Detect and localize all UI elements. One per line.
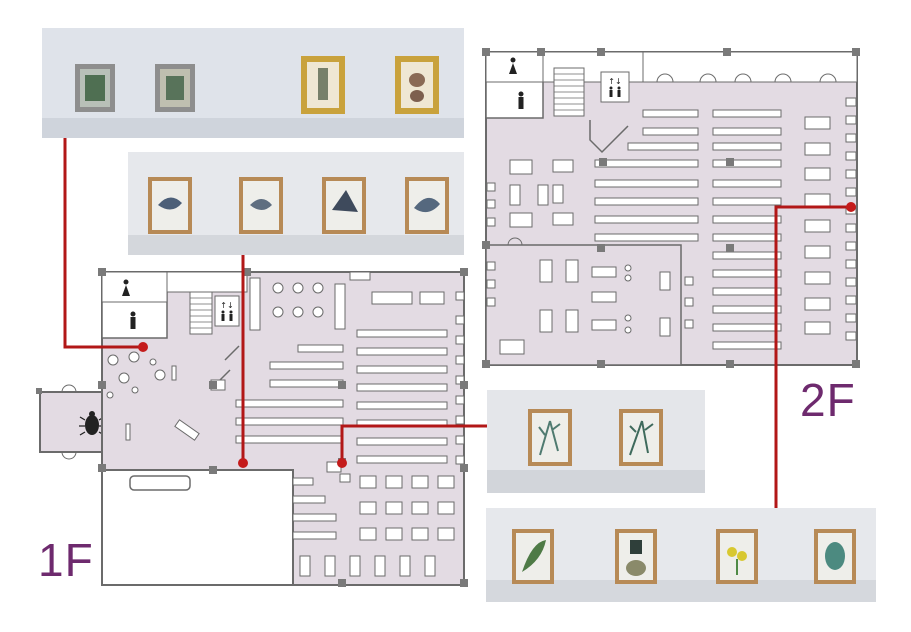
floor-plan-2f: ↑↓ — [482, 48, 860, 368]
female-restroom-icon — [122, 279, 130, 296]
pillars-2f — [482, 48, 860, 368]
framed-print — [512, 529, 554, 584]
connectors — [63, 138, 851, 508]
connector-plants-panel — [774, 205, 851, 508]
beetle-icon — [79, 411, 105, 436]
elevator-icon: ↑↓ — [220, 301, 234, 321]
photo-panel-ferns — [487, 390, 705, 493]
connector-top-left-panel — [63, 138, 143, 349]
stairs — [553, 67, 585, 117]
framed-print — [148, 177, 192, 234]
framed-print — [239, 177, 283, 234]
svg-text:↑↓: ↑↓ — [608, 77, 621, 86]
marker-dot — [138, 342, 148, 352]
marker-dot — [238, 458, 248, 468]
bookshelves-1f — [125, 271, 465, 577]
framed-print — [528, 409, 572, 466]
marker-dot — [337, 458, 347, 468]
elevator-icon: ↑↓ — [608, 77, 622, 97]
framed-print — [405, 177, 449, 234]
stairs — [189, 291, 213, 335]
female-restroom-icon — [509, 57, 517, 74]
floor-label-1f: 1F — [38, 534, 94, 586]
photo-panel-top-left — [42, 28, 464, 138]
floor-plan-1f: ↑↓ — [36, 268, 468, 587]
male-restroom-icon — [518, 91, 524, 109]
framed-print — [155, 64, 195, 112]
marker-dot — [846, 202, 856, 212]
framed-print — [75, 64, 115, 112]
photo-panel-birds — [128, 152, 464, 255]
pillars-1f — [36, 268, 468, 587]
framed-print — [395, 56, 439, 114]
svg-text:↑↓: ↑↓ — [220, 301, 233, 310]
framed-print — [716, 529, 758, 584]
male-restroom-icon — [130, 311, 136, 329]
floor-label-2f: 2F — [800, 374, 856, 426]
framed-print — [322, 177, 366, 234]
framed-print — [301, 56, 345, 114]
framed-print — [619, 409, 663, 466]
framed-print — [615, 529, 657, 584]
photo-panel-plants — [486, 508, 876, 602]
connector-markers — [138, 202, 856, 468]
framed-print — [814, 529, 856, 584]
bookshelves-2f — [486, 97, 857, 355]
connector-ferns-panel — [340, 424, 487, 463]
